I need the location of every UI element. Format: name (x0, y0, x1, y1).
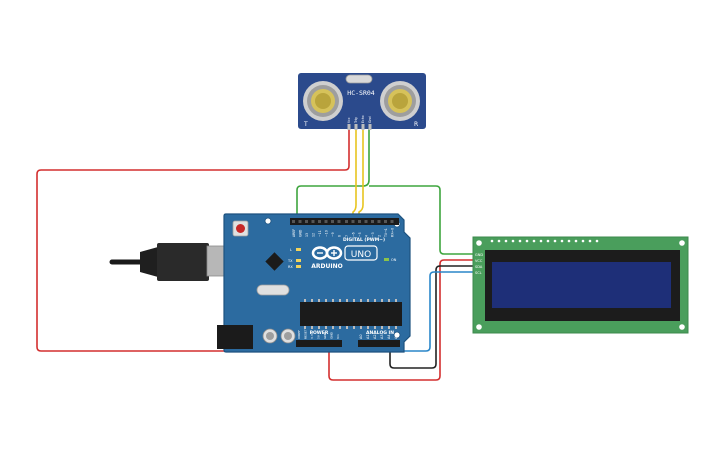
lcd-pin-scl: SCL (475, 271, 482, 275)
pin-7: 7 (345, 235, 349, 237)
sensor-r-mark: R (414, 121, 418, 128)
wire-lcd-scl[interactable] (396, 271, 476, 352)
power-header (296, 340, 342, 347)
pin-gnd-1: GND (323, 331, 327, 339)
pin-reset: RESET (304, 329, 308, 339)
digital-header-label: DIGITAL (PWM~) (343, 237, 385, 243)
pin-9: ~9 (331, 232, 335, 237)
lcd-pin-gnd: GND (475, 253, 483, 257)
lcd-top-pins (490, 239, 599, 243)
arduino-logo-icon (311, 246, 343, 260)
pin-8: 8 (338, 235, 342, 237)
lcd-pin-sda: SDA (475, 265, 483, 269)
pin-2: 2 (378, 235, 382, 237)
pin-5v: 5V (317, 334, 321, 339)
atmega-pins (304, 299, 397, 329)
pin-11: ~11 (318, 230, 322, 237)
uno-badge (344, 245, 378, 261)
pin-rx0: RX←0 (391, 228, 395, 237)
power-header-label: POWER (310, 330, 329, 336)
sensor-crystal (345, 74, 373, 84)
sensor-pin-headers (347, 124, 372, 130)
pin-5: ~5 (358, 232, 362, 237)
analog-header (358, 340, 400, 347)
usb-cable[interactable] (109, 243, 241, 281)
pin-4: 4 (365, 235, 369, 237)
wire-sensor-gnd[interactable] (296, 128, 370, 219)
pin-vin: Vin (336, 334, 340, 339)
on-led (384, 258, 389, 261)
usb-plug-body (157, 243, 209, 281)
wire-sensor-trig[interactable] (352, 128, 357, 219)
power-jack[interactable] (217, 325, 253, 349)
lcd-screen (492, 262, 671, 308)
wire-lcd-vcc[interactable] (328, 259, 476, 381)
analog-header-label: ANALOG IN (366, 330, 394, 336)
pin-a5: A5 (394, 334, 398, 339)
usb-chip (265, 252, 284, 271)
wire-sensor-vcc[interactable] (36, 128, 350, 352)
wire-lcd-sda[interactable] (389, 265, 476, 369)
uno-text: UNO (351, 250, 371, 260)
lcd-pin-labels: GND VCC SDA SCL (475, 253, 483, 275)
sensor-pin-labels: Vcc Trig Echo Gnd (347, 115, 372, 124)
usb-plug-boot (140, 247, 158, 277)
led-label-l: L (290, 248, 292, 252)
wires (36, 128, 476, 381)
sensor-pin-vcc: Vcc (347, 117, 351, 123)
atmega-chip (300, 302, 402, 326)
arduino-uno[interactable]: AREF GND 13 12 ~11 ~10 ~9 8 7 ~6 ~5 4 ~3… (217, 213, 411, 353)
pin-12: 12 (312, 233, 316, 237)
pin-a1: A1 (366, 334, 370, 339)
pin-a3: A3 (380, 334, 384, 339)
sensor-receiver (380, 81, 420, 121)
pin-a2: A2 (373, 334, 377, 339)
arduino-logo-text: ARDUINO (311, 263, 342, 270)
pin-13: 13 (305, 233, 309, 237)
pin-ioref: IOREF (297, 330, 301, 339)
led-label-tx: TX (287, 259, 293, 263)
pin-gnd-digital: GND (299, 229, 303, 237)
pin-3v3: 3.3V (310, 331, 314, 339)
digital-pin-labels: AREF GND 13 12 ~11 ~10 ~9 8 7 ~6 ~5 4 ~3… (292, 228, 395, 238)
arduino-logo-symbols (317, 250, 337, 256)
analog-pin-labels: A0 A1 A2 A3 A4 A5 (359, 334, 398, 339)
digital-header-holes (292, 220, 394, 223)
pin-3: ~3 (371, 232, 375, 237)
lcd-mounting-holes (476, 240, 685, 330)
crystal (256, 284, 290, 296)
lcd-display[interactable]: GND VCC SDA SCL (472, 236, 689, 334)
reset-button[interactable] (232, 220, 249, 237)
capacitors (262, 328, 296, 344)
wire-lcd-gnd[interactable] (369, 185, 476, 255)
sensor-pin-trig: Trig (354, 117, 358, 124)
pin-a4: A4 (387, 334, 391, 339)
power-pin-labels: IOREF RESET 3.3V 5V GND GND Vin (297, 329, 340, 339)
sensor-pin-echo: Echo (361, 115, 365, 123)
lcd-pin-vcc: VCC (475, 259, 483, 263)
pin-aref: AREF (292, 229, 296, 237)
sensor-pin-gnd: Gnd (368, 116, 372, 123)
pin-gnd-2: GND (330, 331, 334, 339)
wire-sensor-echo[interactable] (358, 128, 364, 219)
status-leds: L TX RX (287, 248, 301, 269)
sensor-transmitter (303, 81, 343, 121)
ultrasonic-sensor[interactable]: HC-SR04 T R Vcc Trig Echo Gnd (298, 73, 426, 130)
pin-10: ~10 (325, 230, 329, 237)
on-led-label: ON (391, 258, 397, 262)
sensor-t-mark: T (303, 121, 308, 128)
pin-6: ~6 (352, 232, 356, 237)
pin-a0: A0 (359, 334, 363, 339)
sensor-model-label: HC-SR04 (347, 89, 374, 97)
led-label-rx: RX (288, 265, 293, 269)
digital-header (290, 218, 399, 225)
pin-tx1: TX→1 (384, 228, 388, 238)
